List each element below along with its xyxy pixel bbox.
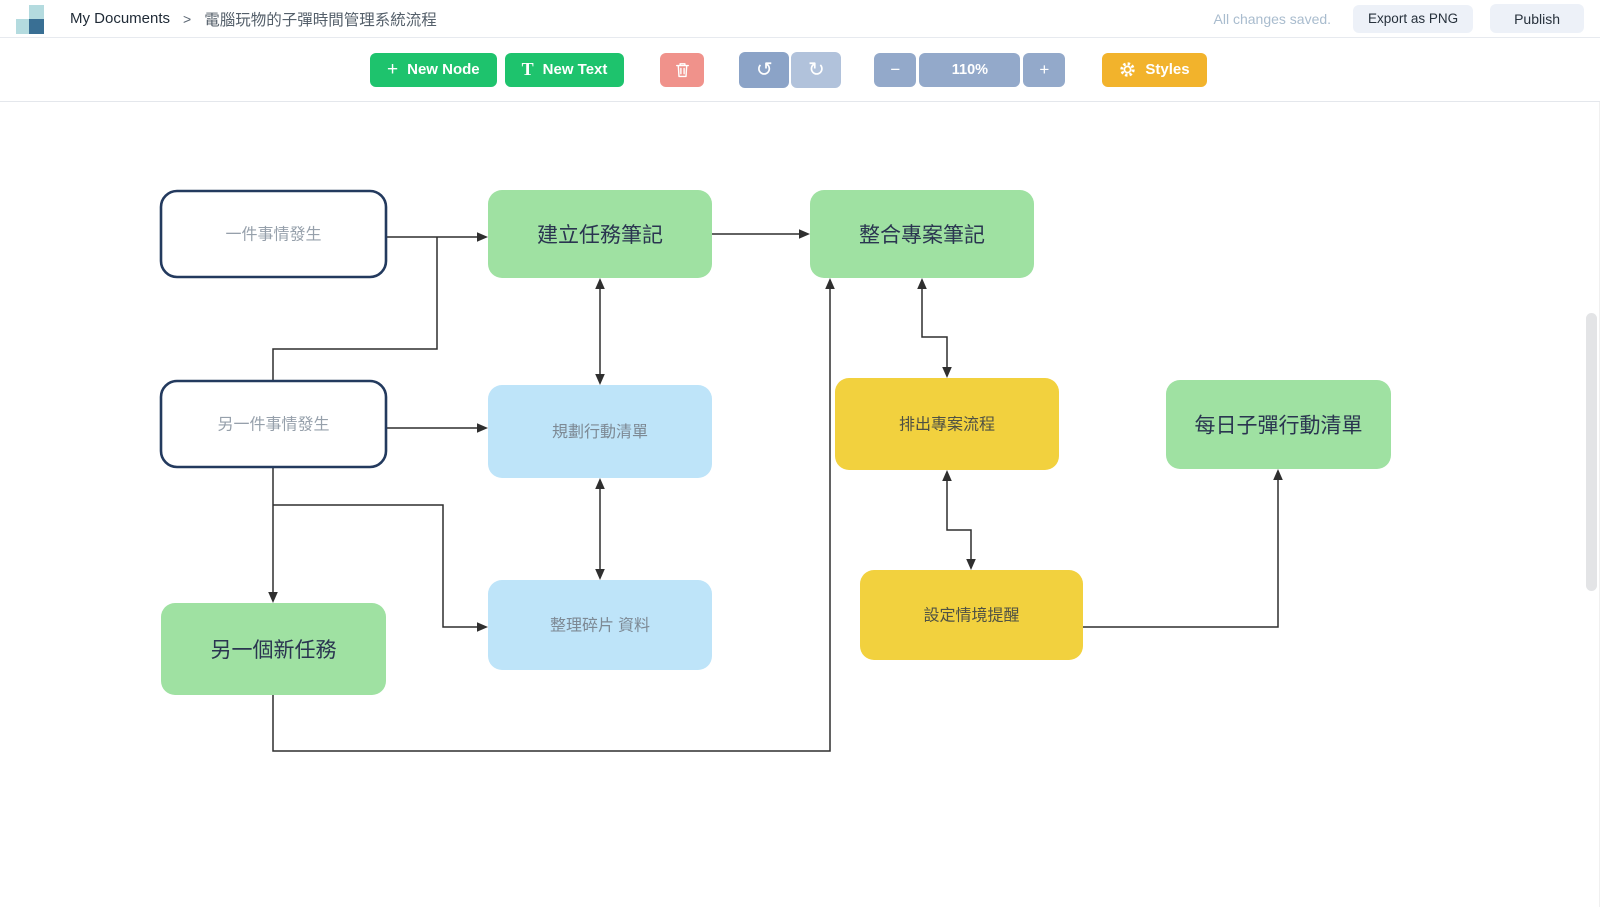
node-shape[interactable]: [161, 603, 386, 695]
node-shape[interactable]: [810, 190, 1034, 278]
edge-arrowhead: [477, 232, 488, 242]
node-label: 排出專案流程: [899, 416, 995, 434]
node-shape[interactable]: [835, 378, 1059, 470]
node-shape[interactable]: [488, 580, 712, 670]
zoom-out-button[interactable]: −: [874, 52, 917, 87]
breadcrumb-my-documents[interactable]: My Documents: [70, 10, 171, 27]
edge-arrowhead: [917, 278, 927, 289]
node-label: 每日子彈行動清單: [1195, 414, 1363, 438]
flow-edge: [272, 237, 438, 381]
node-shape[interactable]: [159, 379, 388, 469]
edge-arrowhead: [595, 374, 605, 385]
text-icon: T: [521, 59, 534, 79]
edge-arrowhead: [595, 478, 605, 489]
edge-arrowhead: [942, 367, 952, 378]
edge-arrowhead: [799, 229, 810, 239]
gear-icon: [1119, 61, 1145, 78]
flow-node-another-new-task[interactable]: 另一個新任務: [161, 603, 386, 695]
logo-square-icon: [16, 18, 31, 34]
node-label: 一件事情發生: [225, 226, 321, 244]
flow-node-merge-project-note[interactable]: 整合專案筆記: [810, 190, 1034, 278]
node-shape[interactable]: [159, 189, 388, 279]
new-node-label: New Node: [407, 61, 480, 78]
redo-icon: ↻: [808, 59, 825, 81]
logo-square-icon: [29, 18, 44, 34]
undo-icon: ↺: [756, 59, 773, 81]
editor-toolbar: + New Node T New Text ↺ ↻ − 110% +: [0, 38, 1600, 102]
flow-node-event-2[interactable]: 另一件事情發生: [159, 379, 388, 469]
flow-node-organize-fragments[interactable]: 整理碎片 資料: [488, 580, 712, 670]
flow-edge: [1083, 478, 1279, 628]
new-text-button[interactable]: T New Text: [504, 52, 625, 87]
publish-button[interactable]: Publish: [1490, 4, 1584, 33]
node-shape[interactable]: [488, 385, 712, 478]
top-bar: My Documents > 電腦玩物的子彈時間管理系統流程 All chang…: [0, 0, 1600, 38]
styles-button[interactable]: Styles: [1102, 52, 1207, 87]
document-title[interactable]: 電腦玩物的子彈時間管理系統流程: [204, 11, 437, 29]
flow-node-create-task-note[interactable]: 建立任務筆記: [488, 190, 712, 278]
edge-arrowhead: [595, 278, 605, 289]
new-text-label: New Text: [542, 61, 608, 78]
plus-icon: +: [387, 58, 399, 80]
node-label: 另一件事情發生: [217, 416, 329, 434]
flow-node-plan-action-list[interactable]: 規劃行動清單: [488, 385, 712, 478]
zoom-in-button[interactable]: +: [1023, 52, 1066, 87]
undo-button[interactable]: ↺: [739, 51, 790, 88]
flow-node-daily-bullet-list[interactable]: 每日子彈行動清單: [1166, 380, 1391, 469]
flow-node-schedule-project-flow[interactable]: 排出專案流程: [835, 378, 1059, 470]
export-png-button[interactable]: Export as PNG: [1353, 4, 1474, 33]
flow-node-event-1[interactable]: 一件事情發生: [159, 189, 388, 279]
flow-edge: [273, 504, 479, 628]
plus-icon: +: [1039, 59, 1050, 79]
save-status: All changes saved.: [1213, 10, 1332, 27]
delete-button[interactable]: [660, 52, 705, 87]
edge-arrowhead: [595, 569, 605, 580]
node-shape[interactable]: [1166, 380, 1391, 469]
node-label: 另一個新任務: [211, 638, 337, 662]
flow-edge: [272, 287, 831, 752]
edge-arrowhead: [477, 423, 488, 433]
flow-node-set-context-reminder[interactable]: 設定情境提醒: [860, 570, 1083, 660]
zoom-level-display: 110%: [919, 52, 1021, 87]
node-shape[interactable]: [860, 570, 1083, 660]
node-label: 整合專案筆記: [859, 223, 985, 247]
diagram-canvas[interactable]: 一件事情發生 建立任務筆記 整合專案筆記另一件事情發生 規劃行動清單 排出專案流程 每日子…: [0, 102, 1600, 907]
node-label: 設定情境提醒: [923, 606, 1019, 625]
node-label: 建立任務筆記: [537, 223, 663, 247]
flow-edge: [946, 479, 972, 561]
logo-square-icon: [29, 4, 44, 20]
node-label: 整理碎片 資料: [550, 617, 650, 635]
edge-arrowhead: [1273, 469, 1283, 480]
flow-edge: [921, 287, 948, 369]
redo-button[interactable]: ↻: [791, 51, 842, 88]
trash-icon: [674, 61, 691, 79]
app-logo[interactable]: [16, 3, 56, 35]
edge-arrowhead: [477, 622, 488, 632]
minus-icon: −: [890, 59, 901, 79]
node-shape[interactable]: [488, 190, 712, 278]
edge-arrowhead: [942, 470, 952, 481]
node-label: 規劃行動清單: [552, 423, 648, 441]
new-node-button[interactable]: + New Node: [370, 52, 497, 87]
breadcrumb-chevron-icon: >: [183, 10, 192, 27]
edge-arrowhead: [268, 592, 278, 603]
edge-arrowhead: [966, 559, 976, 570]
styles-label: Styles: [1145, 61, 1190, 78]
edge-arrowhead: [825, 278, 835, 289]
vertical-scrollbar-thumb[interactable]: [1586, 313, 1597, 591]
